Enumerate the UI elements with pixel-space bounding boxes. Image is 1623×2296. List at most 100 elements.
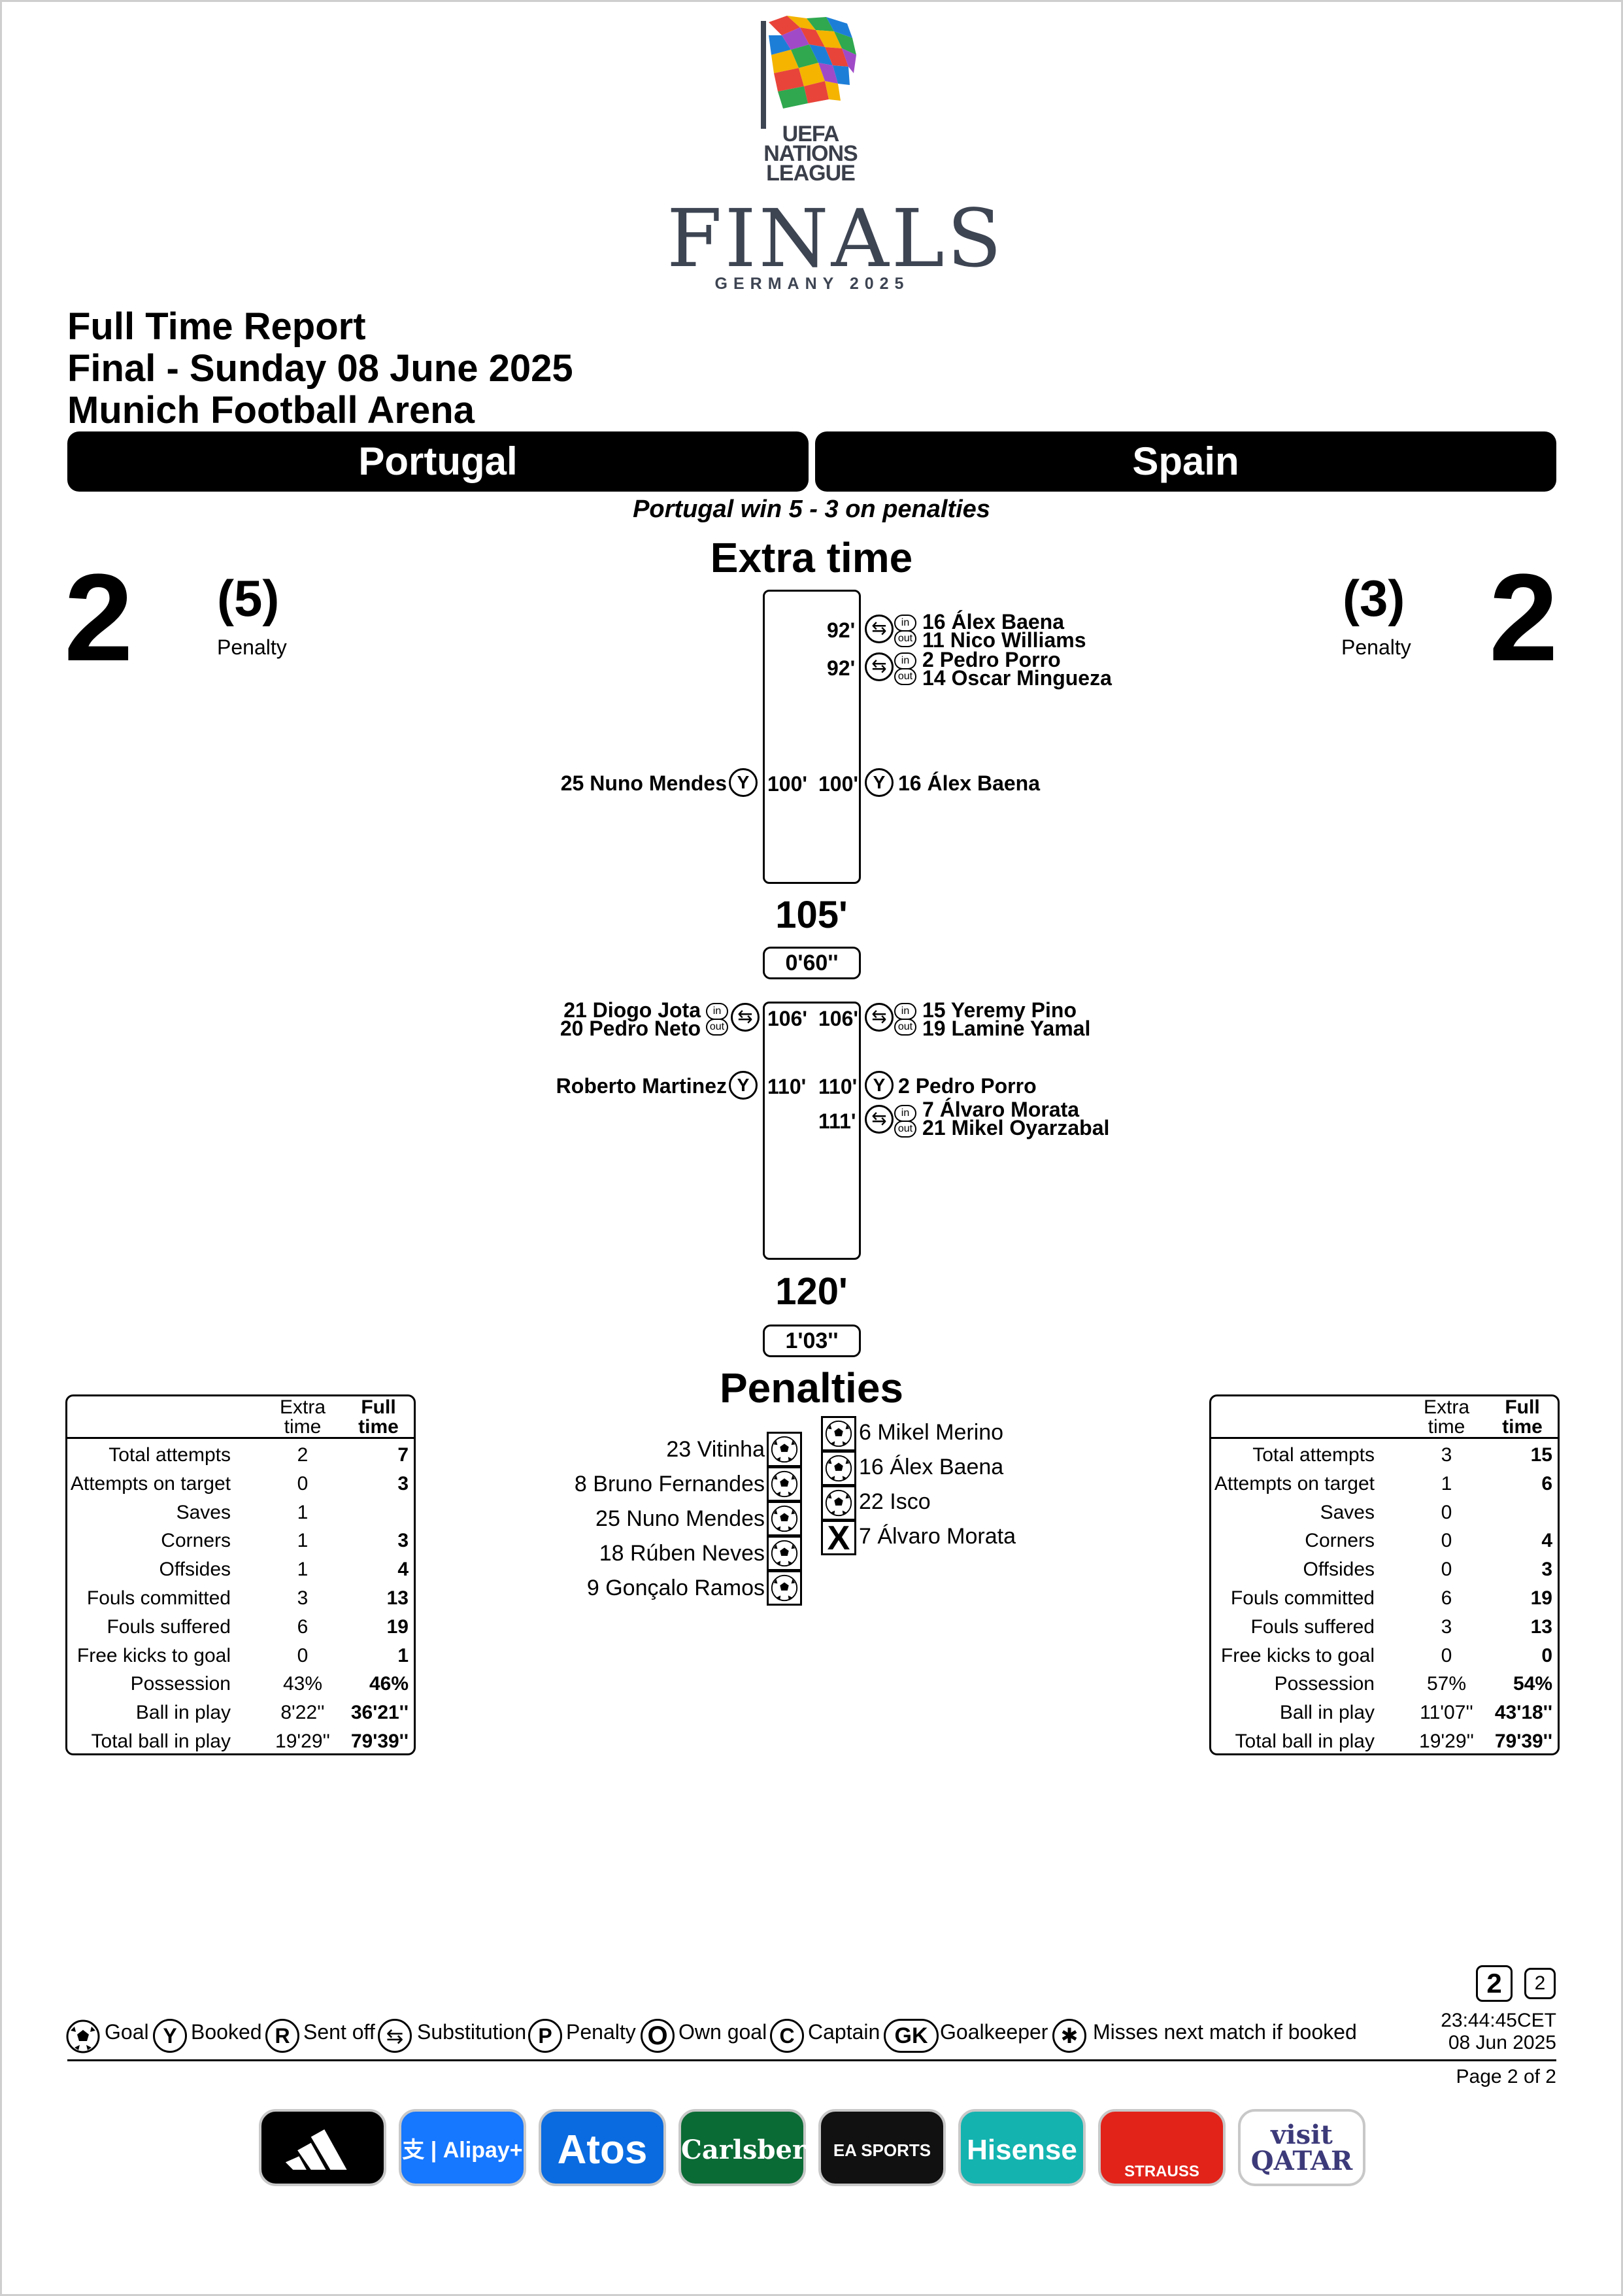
sub-in-icon: in [894, 615, 916, 632]
player-in: 16 Álex Baena [922, 610, 1065, 633]
stat-label: Offsides [159, 1559, 231, 1581]
first-half-added-time: 0'60'' [763, 947, 861, 979]
home-player-in: 21 Diogo Jota [563, 998, 701, 1022]
sponsor-visit-qatar: visit QATAR [1238, 2109, 1365, 2186]
stat-extra-time: 19'29'' [275, 1730, 330, 1752]
second-half-end: 120' [775, 1270, 848, 1313]
substitution-icon: ⇆ [865, 652, 894, 681]
sponsor-adidas [259, 2109, 386, 2186]
nations-league-logo-icon [761, 16, 856, 129]
stat-full-time: 79'39'' [350, 1730, 409, 1752]
stat-extra-time: 2 [297, 1444, 309, 1466]
home-penalty-scored [767, 1536, 802, 1571]
stat-label: Fouls suffered [107, 1615, 231, 1638]
legend-penalty-icon: P [528, 2019, 562, 2053]
stat-full-time: 1 [397, 1644, 409, 1666]
report-date: 08 Jun 2025 [1448, 2032, 1556, 2053]
stat-extra-time: 43% [282, 1673, 323, 1695]
finals-subtitle: GERMANY 2025 [714, 275, 910, 293]
logo-wordmark: UEFA NATIONS LEAGUE [739, 122, 882, 184]
stat-label: Saves [1320, 1501, 1375, 1523]
sponsor-qatar-line2: QATAR [1250, 2146, 1353, 2176]
stat-label: Ball in play [1279, 1702, 1375, 1724]
stat-label: Total ball in play [1235, 1730, 1375, 1752]
stat-label: Total attempts [1252, 1444, 1375, 1466]
sub-out-icon: out [894, 1121, 916, 1138]
stat-full-time: 43'18'' [1494, 1702, 1552, 1724]
legend-sent-off: Sent off [303, 2020, 375, 2044]
adidas-logo-icon [285, 2129, 347, 2170]
stat-full-time: 4 [1541, 1530, 1552, 1552]
event-minute: 106' [818, 1007, 858, 1030]
sponsor-atos: Atos [539, 2109, 666, 2186]
stat-label: Total ball in play [91, 1730, 231, 1752]
away-player-in: 15 Yeremy Pino [922, 998, 1077, 1022]
yellow-card-icon: Y [729, 768, 758, 797]
event-minute: 110' [818, 1075, 858, 1098]
home-penalty-scored [767, 1432, 802, 1467]
stat-extra-time: 0 [297, 1472, 309, 1494]
goal-ball-icon [771, 1470, 798, 1498]
stat-label: Total attempts [109, 1444, 231, 1466]
away-penalty-taker: 16 Álex Baena [859, 1455, 1004, 1479]
legend-own-goal-icon: O [641, 2019, 675, 2053]
player-out: 21 Mikel Oyarzabal [922, 1116, 1110, 1140]
goal-ball-icon [771, 1574, 798, 1602]
substitution-icon: ⇆ [865, 615, 894, 643]
home-booked-player: 25 Nuno Mendes [560, 771, 727, 795]
goal-ball-icon [771, 1540, 798, 1567]
event-minute: 111' [818, 1109, 856, 1133]
goal-ball-icon [771, 1505, 798, 1532]
home-penalty-score: (5) [217, 569, 280, 627]
away-player-out: 19 Lamine Yamal [922, 1017, 1091, 1040]
logo-line1: UEFA [782, 122, 840, 146]
home-score: 2 [64, 549, 133, 687]
stat-full-time: 3 [1541, 1559, 1552, 1581]
away-score: 2 [1489, 549, 1558, 687]
stat-label: Fouls committed [86, 1587, 231, 1609]
home-team-bar: Portugal [67, 431, 809, 492]
legend-sent-off-icon: R [265, 2019, 299, 2053]
stat-extra-time: 11'07'' [1420, 1702, 1473, 1724]
stat-extra-time: 57% [1426, 1673, 1467, 1695]
home-penalty-taker: 18 Rúben Neves [599, 1541, 765, 1566]
legend-booked-icon: Y [153, 2019, 187, 2053]
player-in: 7 Álvaro Morata [922, 1098, 1080, 1121]
extra-time-title: Extra time [710, 534, 913, 581]
home-penalty-taker: 23 Vitinha [666, 1437, 765, 1462]
sponsor-strauss: STRAUSS [1098, 2109, 1226, 2186]
stat-extra-time: 0 [1441, 1501, 1452, 1523]
stat-label: Fouls committed [1230, 1587, 1375, 1609]
substitution-icon: ⇆ [731, 1003, 760, 1032]
sub-out-icon: out [894, 630, 916, 647]
yellow-card-icon: Y [729, 1071, 758, 1100]
legend-misses-next-match-icon: ✱ [1052, 2019, 1086, 2053]
home-player-out: 20 Pedro Neto [560, 1017, 701, 1040]
away-penalty-scored [821, 1485, 856, 1521]
legend-goalkeeper-icon: GK [884, 2019, 939, 2053]
stat-extra-time: 6 [1441, 1587, 1452, 1609]
stat-extra-time: 8'22'' [280, 1702, 325, 1724]
home-booked-person: Roberto Martinez [556, 1074, 727, 1098]
stat-full-time: 3 [397, 1530, 409, 1552]
away-penalty-missed: X [821, 1520, 856, 1555]
stat-full-time: 36'21'' [350, 1702, 409, 1724]
stats-row: Ball in play 11'07'' 43'18'' [1211, 1698, 1558, 1727]
stat-label: Possession [1274, 1673, 1375, 1695]
report-time: 23:44:45CET [1441, 2010, 1556, 2031]
stat-label: Attempts on target [70, 1472, 231, 1494]
event-minute: 92' [827, 618, 856, 642]
page-total-box: 2 [1524, 1968, 1556, 1999]
logo-line2: NATIONS [763, 141, 858, 166]
